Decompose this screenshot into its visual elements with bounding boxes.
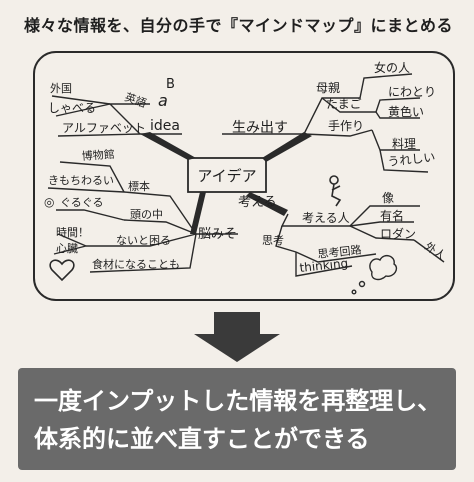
node-gaijin: 外人 — [422, 240, 448, 263]
node-niwatori: にわとり — [388, 85, 436, 99]
mind-map-frame — [33, 51, 455, 301]
down-arrow-icon — [194, 312, 280, 362]
node-atamanonaka: 頭の中 — [130, 208, 163, 221]
branch-nomiso-line — [190, 192, 206, 234]
summary-line-2: 体系的に並べ直すことができる — [34, 425, 370, 453]
node-kimochiwarui: きもちわるい — [48, 174, 114, 187]
page-title: 様々な情報を、自分の手で『マインドマップ』にまとめる — [24, 16, 454, 35]
idea-branch-lines — [51, 95, 182, 137]
heart-icon — [49, 259, 75, 282]
node-alphabet: アルファベット — [62, 121, 146, 135]
node-rodan: ロダン — [380, 226, 416, 241]
node-kiiroi: 黄色い — [388, 105, 424, 119]
node-eigo: 英語 — [123, 90, 148, 111]
node-shaberu: しゃべる — [48, 101, 96, 115]
node-shokuzai: 食材になることも — [92, 257, 180, 271]
branch-umidasu-label: 生み出す — [232, 120, 288, 136]
node-kangaeruhito: 考える人 — [302, 211, 350, 225]
branch-kangaeru-line — [246, 192, 288, 216]
center-box — [187, 157, 267, 193]
node-hahaoya: 母親 — [316, 81, 340, 95]
branch-nomiso-label: 脳みそ — [198, 227, 237, 242]
node-shikou: 思考 — [262, 234, 284, 247]
node-onnanohito: 女の人 — [374, 60, 410, 75]
branch-umidasu-line — [262, 132, 312, 162]
node-letter-b: B — [166, 77, 175, 92]
thought-bubble-icon — [351, 254, 398, 295]
node-thinking: thinking — [299, 256, 349, 275]
swirl-icon: ◎ — [44, 195, 54, 209]
node-shinzou: 心臓 — [56, 242, 78, 255]
node-jikan: 時間！ — [56, 226, 89, 239]
umidasu-branch-lines — [222, 73, 429, 173]
node-ureshii: うれしい — [387, 150, 436, 169]
node-naitokomaru: ないと困る — [116, 234, 171, 247]
center-label: アイデア — [197, 167, 256, 185]
branch-idea-label: idea — [150, 118, 180, 134]
branch-kangaeru-label: 考える — [238, 195, 277, 210]
branch-idea-line — [140, 132, 196, 160]
node-gaikoku: 外国 — [50, 82, 72, 95]
node-yuumei: 有名 — [380, 208, 404, 223]
nomiso-branch-lines — [47, 161, 238, 273]
summary-line-1: 一度インプットした情報を再整理し、 — [34, 387, 442, 415]
mind-map: アイデア idea 英語 外国 しゃべる アルファベット B a 生み出す 母親… — [33, 51, 455, 301]
node-letter-a: a — [158, 91, 168, 110]
summary-banner: 一度インプットした情報を再整理し、 体系的に並べ直すことができる — [18, 368, 456, 470]
node-hakubutsukan: 博物館 — [81, 147, 115, 163]
kangaeru-branch-lines — [275, 205, 445, 277]
node-guruguru: ぐるぐる — [60, 196, 104, 209]
node-tamago: たまご — [326, 96, 362, 111]
node-zou: 像 — [382, 191, 394, 205]
node-shikoukairo: 思考回路 — [317, 243, 362, 261]
node-hyouhon: 標本 — [128, 179, 150, 193]
thinker-icon — [329, 175, 342, 207]
node-ryouri: 料理 — [392, 137, 416, 151]
node-tezukuri: 手作り — [328, 119, 364, 133]
